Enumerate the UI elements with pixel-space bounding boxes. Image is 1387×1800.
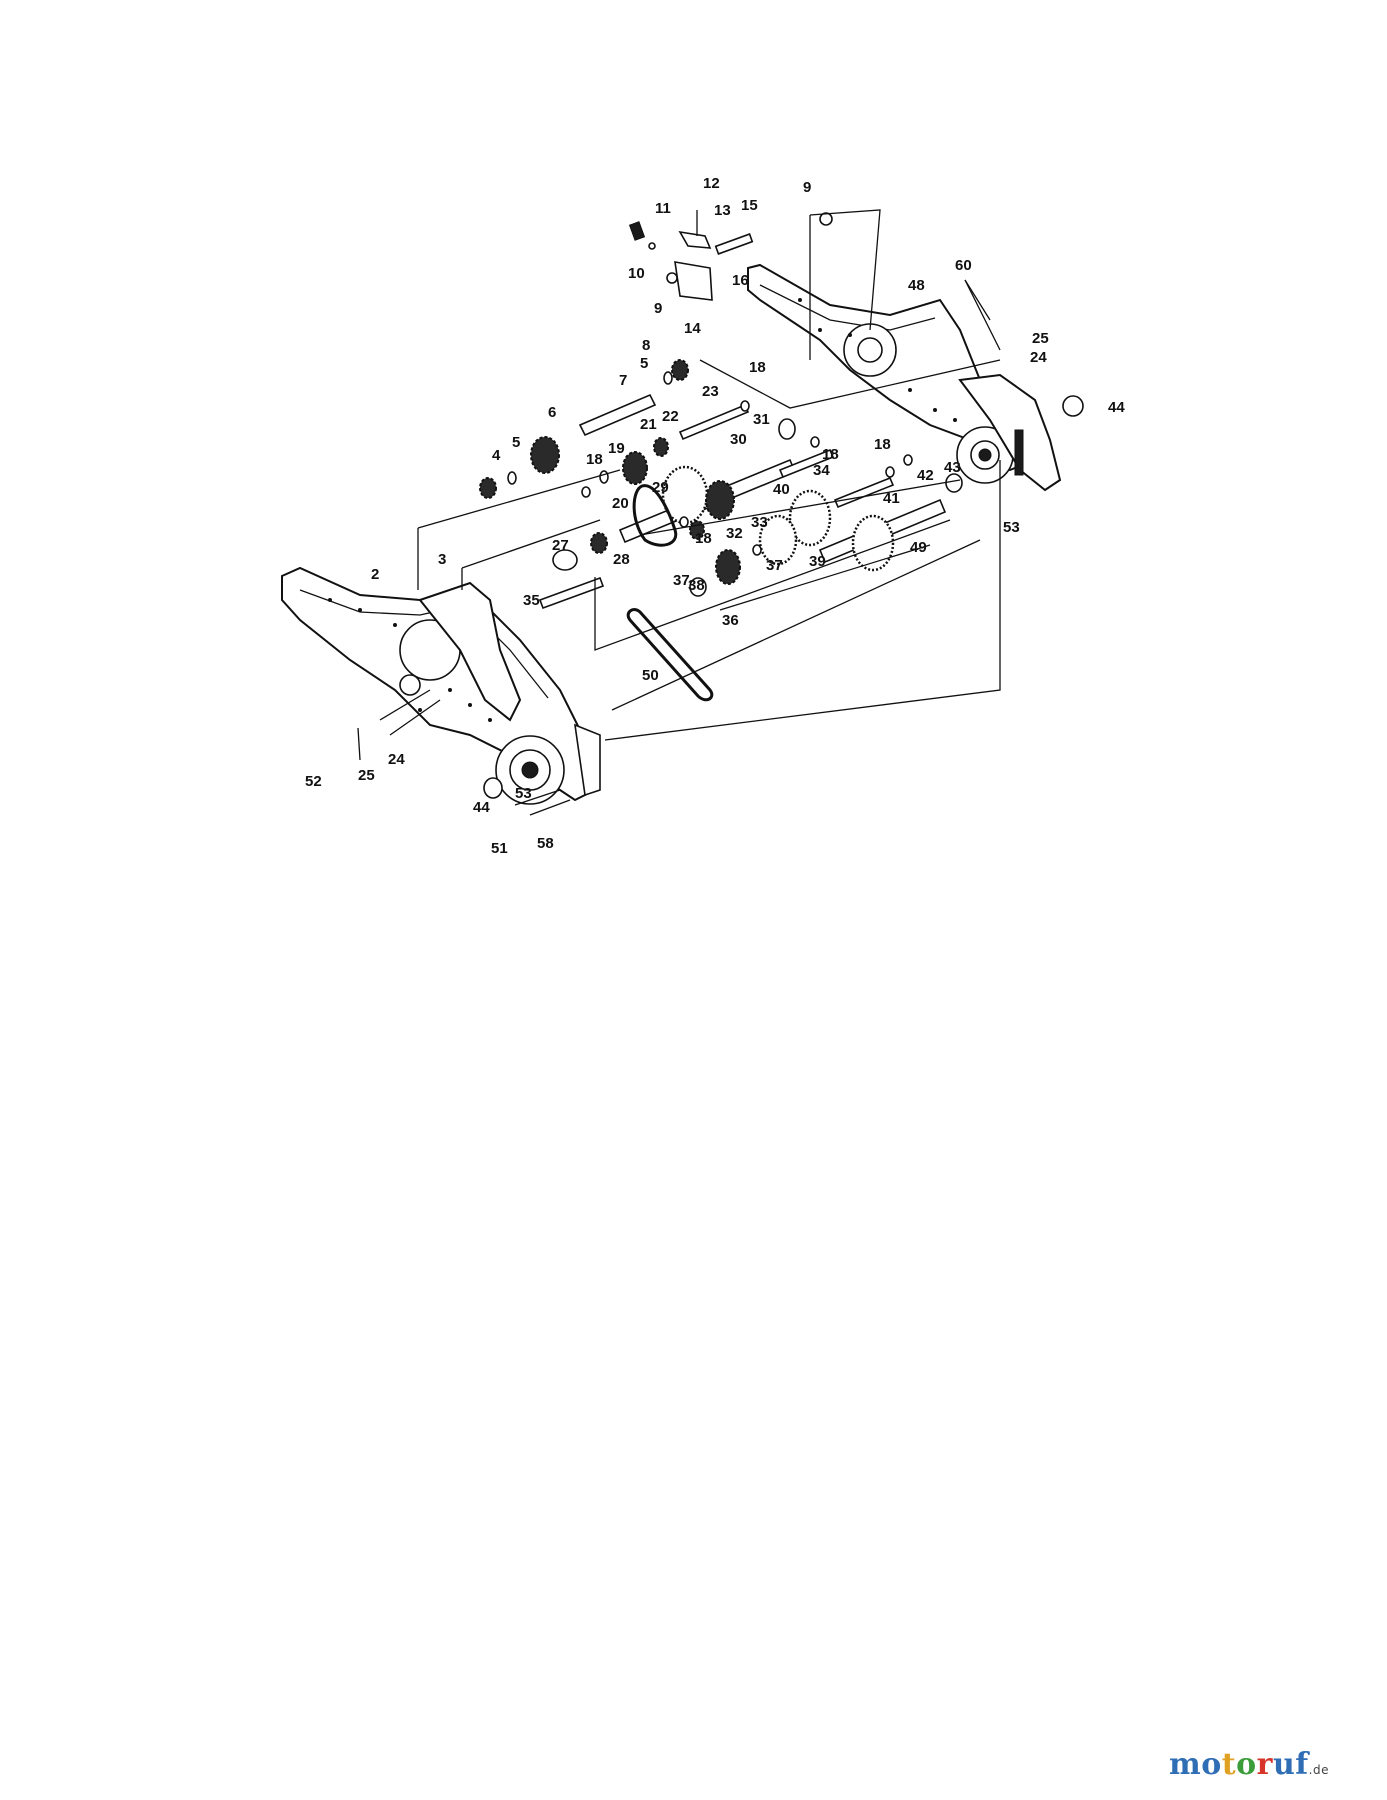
part-label: 20 [612,495,629,512]
part-label: 44 [473,799,490,816]
left-frame-plate [281,566,597,805]
part-label: 42 [917,467,934,484]
part-label: 6 [548,404,556,421]
part-label: 49 [910,539,927,556]
part-label: 16 [732,272,749,289]
logo-letter: o [1201,1747,1222,1782]
logo-letter: m [1169,1747,1202,1782]
part-label: 15 [741,197,758,214]
part-label: 25 [358,767,375,784]
right-cover-plate [958,373,1062,492]
part-label: 25 [1032,330,1049,347]
part-label: 44 [1108,399,1125,416]
part-label: 13 [714,202,731,219]
part-label: 19 [608,440,625,457]
part-label: 5 [640,355,648,372]
part-label: 24 [1030,349,1047,366]
drive-components [479,359,1084,799]
part-label: 10 [628,265,645,282]
motoruf-logo: motoruf.de [1169,1747,1329,1782]
part-label: 41 [883,490,900,507]
logo-letter: o [1236,1747,1257,1782]
part-label: 21 [640,416,657,433]
part-label: 14 [684,320,701,337]
part-label: 4 [492,447,501,464]
top-bracket [628,210,833,301]
logo-letter: u [1272,1747,1296,1782]
logo-domain-suffix: .de [1308,1763,1329,1777]
part-label: 30 [730,431,747,448]
part-label: 27 [552,537,569,554]
part-label: 3 [438,551,446,568]
logo-letter: r [1256,1747,1273,1782]
part-label: 53 [515,785,532,802]
part-label: 43 [944,459,961,476]
part-label: 9 [803,179,811,196]
part-label: 58 [537,835,554,852]
logo-letter: f [1295,1747,1309,1782]
part-label: 28 [613,551,630,568]
part-label: 50 [642,667,659,684]
part-label: 37 [766,557,783,574]
part-label: 23 [702,383,719,400]
part-label: 24 [388,751,405,768]
part-label: 18 [822,446,839,463]
part-label: 38 [688,577,705,594]
part-label: 18 [586,451,603,468]
part-label: 34 [813,462,830,479]
part-label: 29 [652,479,669,496]
part-label: 7 [619,372,627,389]
part-label: 60 [955,257,972,274]
part-label: 35 [523,592,540,609]
part-label: 9 [654,300,662,317]
right-frame-plate [747,263,1042,484]
part-label: 11 [655,200,671,217]
leader-lines [357,209,1001,816]
part-label: 18 [874,436,891,453]
part-label: 40 [773,481,790,498]
part-label: 2 [371,566,379,583]
part-label: 18 [695,530,712,547]
logo-letter: t [1221,1747,1237,1782]
part-label: 37 [673,572,690,589]
part-label: 18 [749,359,766,376]
part-label: 31 [753,411,770,428]
left-inner-plate [418,581,601,797]
part-label: 8 [642,337,650,354]
part-label: 32 [726,525,743,542]
part-label: 48 [908,277,925,294]
part-label: 39 [809,553,826,570]
part-label: 36 [722,612,739,629]
part-label: 22 [662,408,679,425]
part-label: 12 [703,175,720,192]
part-label: 51 [491,840,508,857]
part-label: 53 [1003,519,1020,536]
part-label: 5 [512,434,520,451]
part-label: 33 [751,514,768,531]
part-label: 52 [305,773,322,790]
